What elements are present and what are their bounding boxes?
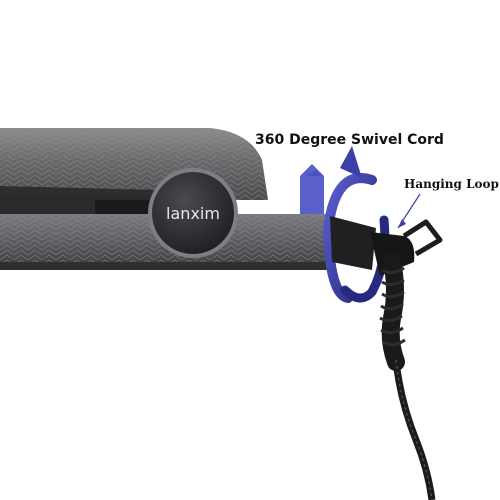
swivel-cord-label: 360 Degree Swivel Cord [255, 132, 444, 148]
power-cord [379, 253, 436, 500]
hanging-loop [402, 219, 443, 257]
hanging-loop-pointer [397, 193, 421, 229]
swivel-arrow [300, 146, 390, 303]
brand-logo-text: lanxim [166, 204, 220, 223]
logo-disc: lanxim [148, 168, 238, 258]
hanging-loop-label: Hanging Loop [404, 177, 499, 191]
